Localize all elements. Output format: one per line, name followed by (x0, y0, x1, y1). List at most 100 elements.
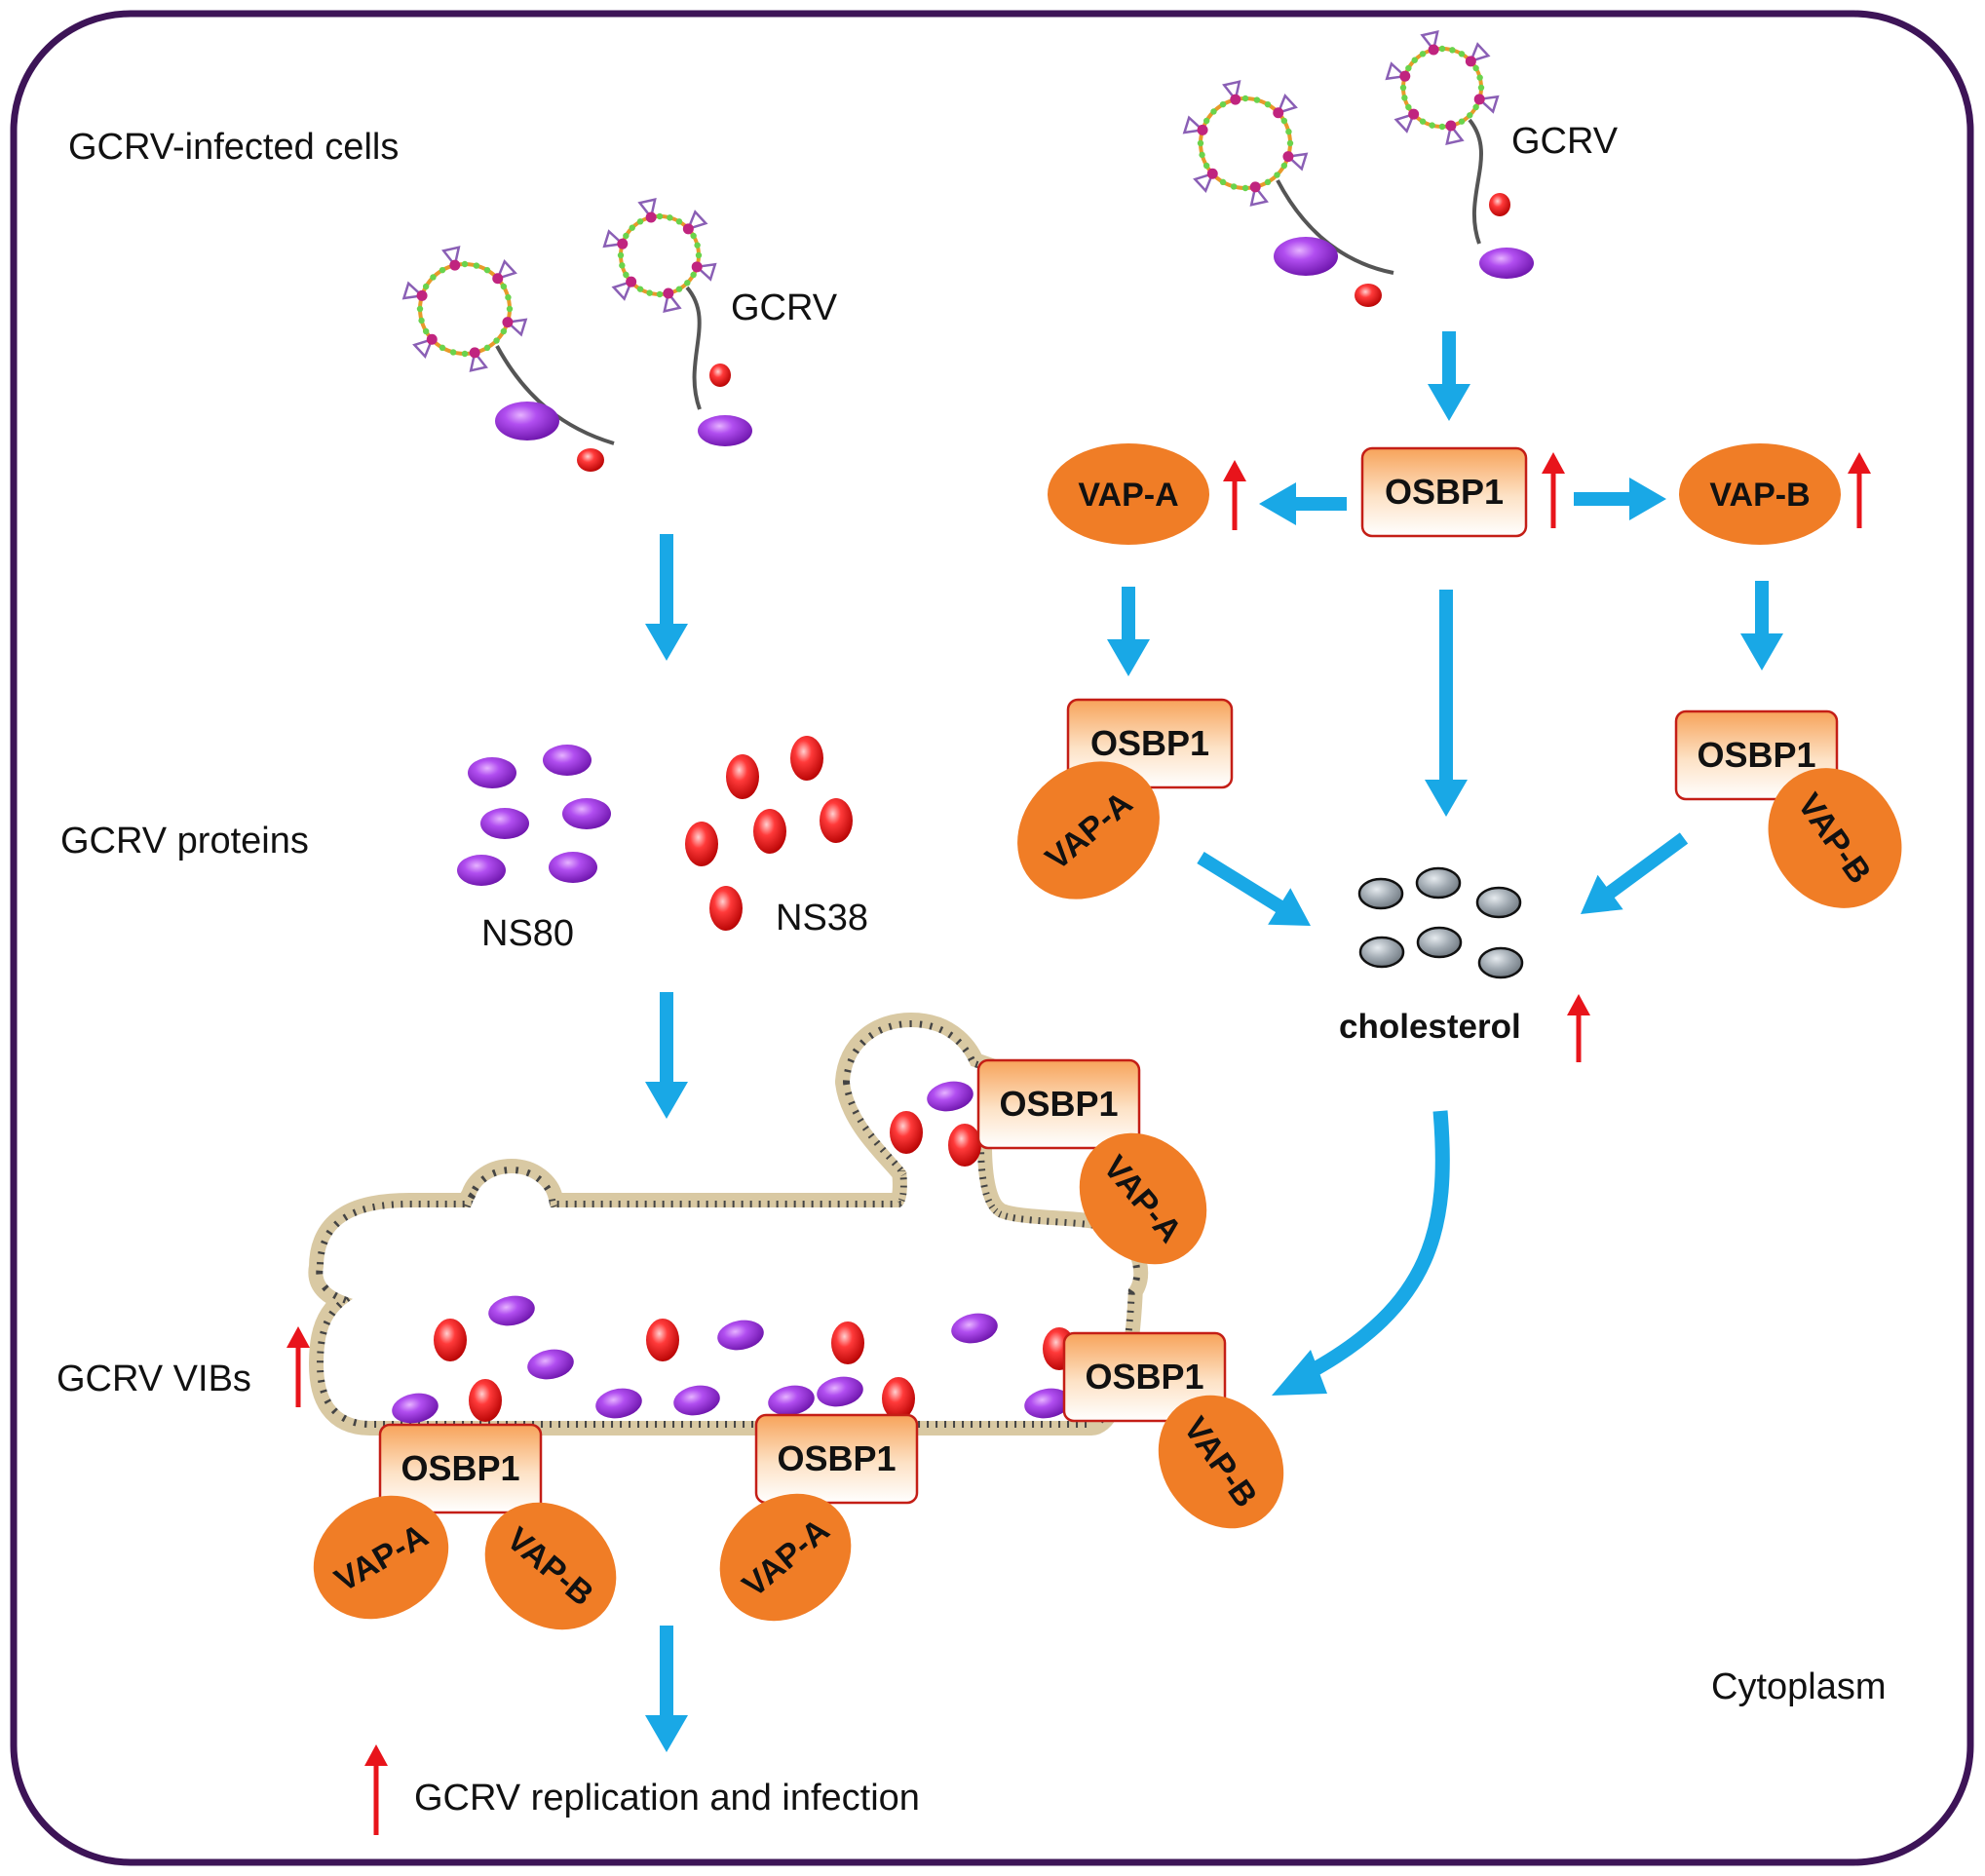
vapb-oval-top: VAP-B (1679, 443, 1841, 545)
arrow-vapa-complex-to-cholesterol (1197, 852, 1311, 926)
ns80-blob (951, 1313, 998, 1344)
virus-right-2 (1385, 29, 1500, 245)
ns80-blob (673, 1385, 720, 1416)
ns80-blob (495, 402, 559, 440)
ns80-blob (468, 757, 516, 788)
ns38-blob (890, 1111, 923, 1154)
cholesterol-molecule (1475, 886, 1522, 919)
ns80-blob (698, 415, 752, 446)
protein-dots (457, 736, 853, 931)
cholesterol-molecule (1415, 866, 1462, 900)
cholesterol-molecule (1358, 936, 1405, 969)
arrow-osbp1-to-cholesterol (1425, 590, 1468, 817)
ns80-blob (488, 1295, 535, 1326)
label-gcrv-left: GCRV (731, 287, 838, 328)
arrow-cholesterol-to-vib-head (1272, 1350, 1327, 1396)
osbp1-label: OSBP1 (1697, 735, 1815, 775)
ns80-blob (549, 852, 597, 883)
ns80-blob (562, 798, 611, 829)
ns38-blob (469, 1379, 502, 1422)
arrow-cholesterol-to-vib-curve (1302, 1110, 1450, 1381)
ns38-blob (820, 798, 853, 843)
osbp1-label: OSBP1 (401, 1448, 519, 1488)
ns80-blob (595, 1388, 642, 1419)
up-vapb-head (1848, 452, 1871, 474)
arrow-vapb-to-complex (1740, 581, 1783, 670)
vapa-oval-vib-top: VAP-A (1079, 1132, 1207, 1265)
osbp1-box-vib-left: OSBP1 (378, 1423, 543, 1514)
ns38-blob (882, 1377, 915, 1420)
arrow-vapa-to-complex (1107, 587, 1150, 676)
vapb-oval-vib-left: VAP-B (484, 1502, 617, 1630)
virus-right-1 (1182, 80, 1394, 275)
ns38-blob (434, 1319, 467, 1361)
ns80-blob (457, 855, 506, 886)
up-cholesterol-head (1567, 994, 1590, 1015)
ns80-blob (1479, 248, 1534, 279)
vap-ovals: VAP-A VAP-B VAP-A VAP-B VAP-A VAP-B VAP-A VAP-B… (313, 443, 1902, 1630)
virus-group (401, 29, 1534, 472)
osbp1-box-vib-right: OSBP1 (1062, 1331, 1227, 1423)
label-cytoplasm: Cytoplasm (1711, 1666, 1887, 1707)
ns38-blob (709, 364, 731, 387)
label-infected-cells: GCRV-infected cells (68, 127, 399, 168)
arrow-gcrv-to-proteins (645, 534, 688, 661)
ns38-blob (646, 1319, 679, 1361)
label-cholesterol: cholesterol (1339, 1008, 1521, 1046)
osbp1-label: OSBP1 (777, 1438, 896, 1478)
vapa-oval-top: VAP-A (1048, 443, 1209, 545)
ns80-blob (768, 1385, 815, 1416)
ns80-blob (480, 808, 529, 839)
arrow-gcrv-to-osbp1 (1428, 331, 1470, 421)
osbp1-box-vib-middle: OSBP1 (754, 1413, 919, 1505)
ns38-blob (790, 736, 823, 781)
osbp1-label: OSBP1 (1385, 472, 1504, 512)
ns38-blob (831, 1321, 864, 1364)
vapa-label: VAP-A (1078, 477, 1178, 514)
cholesterol-molecules (1357, 866, 1524, 979)
arrow-osbp1-to-vapa (1259, 482, 1347, 525)
up-vapa-head (1223, 460, 1246, 481)
vapa-oval-vib-left: VAP-A (313, 1495, 449, 1620)
arrow-group (645, 331, 1783, 1752)
label-ns80: NS80 (481, 913, 574, 954)
label-gcrv-proteins: GCRV proteins (60, 821, 309, 861)
vapa-oval-complex: VAP-A (1017, 761, 1160, 900)
arrow-vibs-to-replication (645, 1626, 688, 1752)
ns38-blob (1355, 284, 1382, 307)
ns80-blob (817, 1376, 863, 1407)
ns80-blob (392, 1393, 439, 1424)
ns38-blob (709, 886, 743, 931)
ns38-blob (1489, 193, 1510, 216)
arrow-osbp1-to-vapb (1574, 478, 1666, 520)
label-replication: GCRV replication and infection (414, 1778, 920, 1819)
ns80-blob (717, 1320, 764, 1351)
cholesterol-molecule (1357, 877, 1404, 910)
ns38-blob (753, 809, 786, 854)
osbp1-label: OSBP1 (1085, 1357, 1203, 1397)
osbp1-label: OSBP1 (1090, 723, 1209, 763)
label-gcrv-right: GCRV (1511, 121, 1619, 162)
arrow-proteins-to-vibs (645, 992, 688, 1119)
ns38-blob (948, 1124, 981, 1167)
arrow-vapb-complex-to-cholesterol (1581, 832, 1689, 914)
up-osbp1-head (1542, 452, 1565, 474)
vib-inclusion-proteins (392, 1081, 1076, 1424)
vapa-oval-vib-middle: VAP-A (719, 1493, 852, 1622)
ns80-blob (927, 1081, 973, 1112)
label-gcrv-vibs: GCRV VIBs (57, 1359, 251, 1399)
virus-left-1 (401, 246, 615, 445)
up-vibs-head (286, 1326, 310, 1348)
cholesterol-molecule (1416, 926, 1463, 959)
osbp1-box-vib-top: OSBP1 (976, 1058, 1141, 1150)
up-replication-head (364, 1744, 388, 1766)
ns80-blob (1024, 1388, 1071, 1419)
vapb-oval-vib-right: VAP-B (1158, 1395, 1284, 1529)
osbp1-label: OSBP1 (999, 1084, 1118, 1124)
ns38-blob (577, 448, 604, 472)
vapb-oval-complex: VAP-B (1768, 768, 1902, 908)
ns38-blob (726, 754, 759, 799)
